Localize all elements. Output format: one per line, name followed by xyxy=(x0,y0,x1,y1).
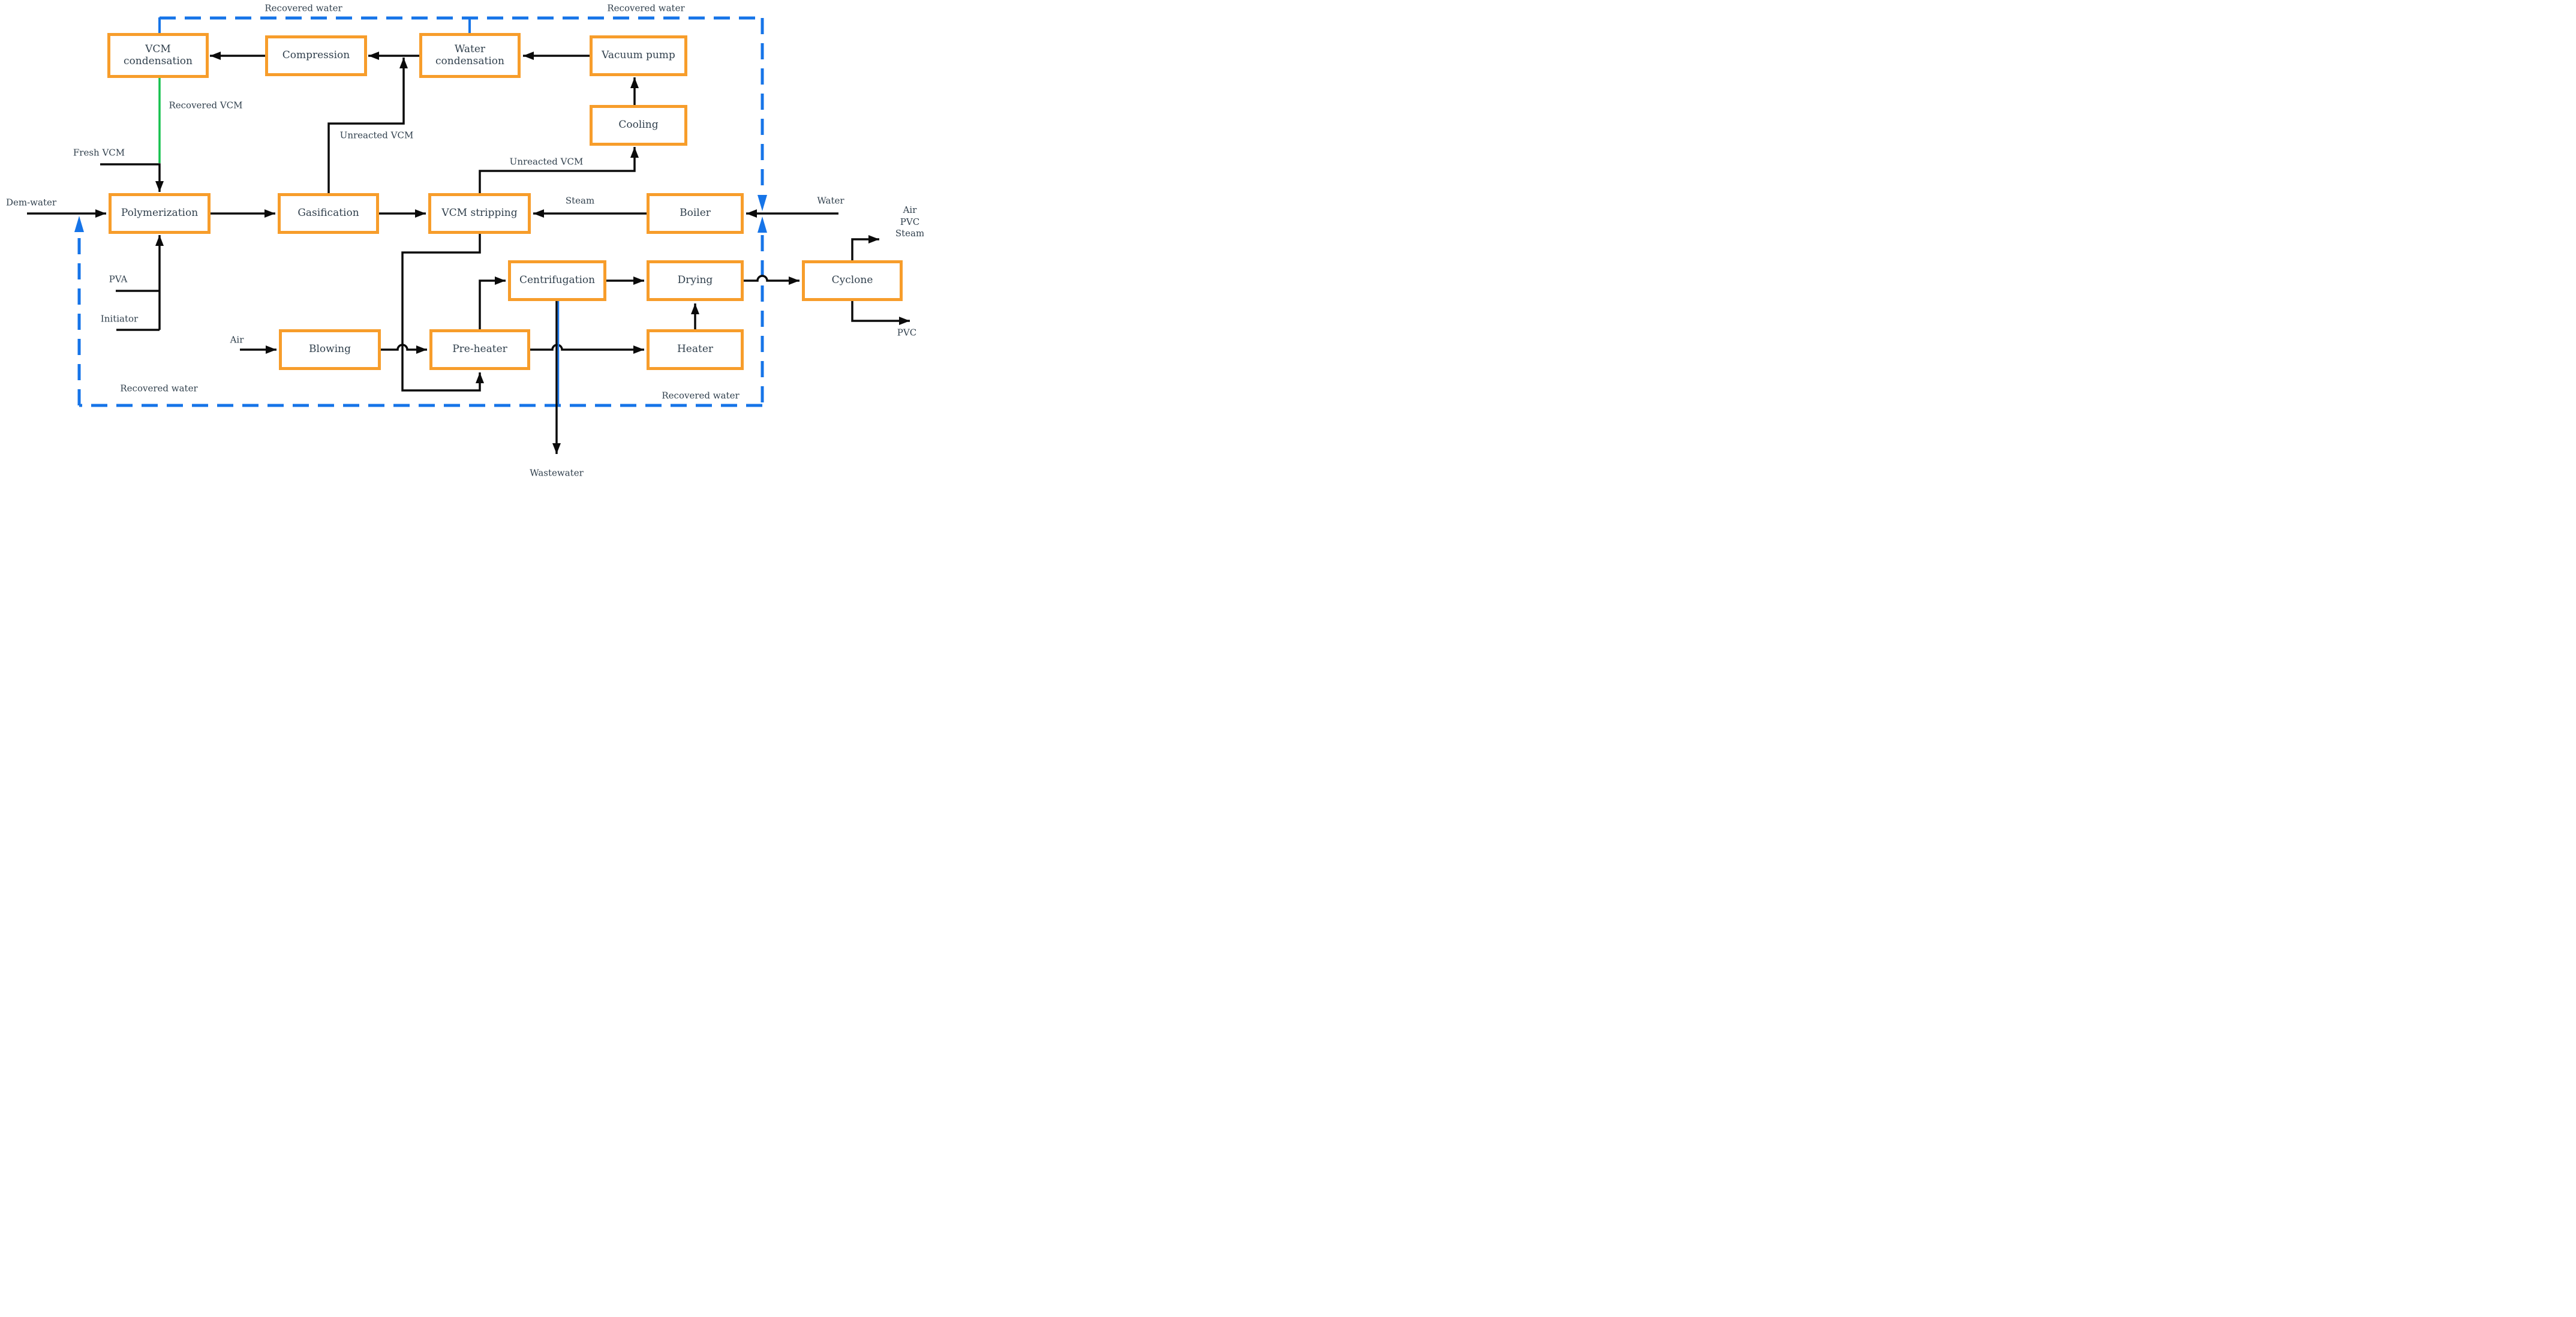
process-box-polymerization: Polymerization xyxy=(109,193,211,234)
process-box-label-centrifugation: Centrifugation xyxy=(519,274,596,287)
process-box-label-heater: Heater xyxy=(677,343,714,356)
process-box-label-vacuum-pump: Vacuum pump xyxy=(602,49,675,62)
arrowhead-centrifugation-to-drying xyxy=(633,276,644,285)
edge-drying-to-cyclone xyxy=(744,275,799,282)
process-box-cyclone: Cyclone xyxy=(802,260,903,301)
edge-vcm-stripping-to-pre-heater xyxy=(401,234,481,392)
process-box-label-drying: Drying xyxy=(677,274,713,287)
label-unreacted-vcm-gasification: Unreacted VCM xyxy=(339,130,414,141)
process-box-compression: Compression xyxy=(265,35,367,76)
label-initiator: Initiator xyxy=(100,313,139,324)
label-dem-water: Dem-water xyxy=(5,197,57,208)
edge-pre-heater-to-centrifugation xyxy=(479,279,506,329)
edge-fresh-vcm-feed-to-polymerization xyxy=(100,163,161,192)
arrowhead-cyclone-top-outlet xyxy=(868,235,879,243)
process-box-label-boiler: Boiler xyxy=(680,207,711,220)
arrowhead-pre-heater-to-centrifugation xyxy=(495,276,506,285)
label-water: Water xyxy=(817,195,844,206)
label-pvc: PVC xyxy=(897,327,917,338)
process-box-water-condensation: Water condensation xyxy=(419,33,521,78)
arrowhead-gasification-to-vcm-stripping xyxy=(415,209,426,218)
process-box-gasification: Gasification xyxy=(278,193,379,234)
arrowhead-unreacted-vcm-from-stripping-to-cooling xyxy=(630,147,639,158)
arrowhead-recovered-water-into-boiler-feed-from-top xyxy=(758,195,767,211)
process-box-vacuum-pump: Vacuum pump xyxy=(590,35,687,76)
label-recovered-water-bottom-left: Recovered water xyxy=(120,383,198,394)
arrowhead-recovered-water-into-boiler-feed-from-bottom xyxy=(758,217,767,233)
arrowhead-centrifugation-to-wastewater xyxy=(552,443,561,454)
edge-unreacted-vcm-from-stripping-to-cooling xyxy=(479,147,636,193)
label-recovered-water-top-right: Recovered water xyxy=(607,2,685,14)
process-box-label-pre-heater: Pre-heater xyxy=(452,343,507,356)
arrowhead-boiler-steam-to-vcm-stripping xyxy=(533,209,544,218)
arrowhead-blowing-to-pre-heater xyxy=(416,345,427,354)
arrowhead-unreacted-vcm-from-gasification xyxy=(399,58,408,68)
process-box-boiler: Boiler xyxy=(647,193,744,234)
process-box-label-polymerization: Polymerization xyxy=(121,207,199,220)
label-recovered-vcm: Recovered VCM xyxy=(169,100,243,111)
process-box-centrifugation: Centrifugation xyxy=(508,260,606,301)
arrowhead-fresh-vcm-feed-to-polymerization xyxy=(155,181,164,192)
process-box-vcm-condensation: VCM condensation xyxy=(107,33,209,78)
label-wastewater: Wastewater xyxy=(530,467,584,479)
label-unreacted-vcm-stripping: Unreacted VCM xyxy=(509,156,584,167)
process-flow-diagram: VCM condensation Compression Water condens… xyxy=(0,0,924,480)
label-recovered-water-bottom-right: Recovered water xyxy=(662,390,740,401)
process-box-label-compression: Compression xyxy=(282,49,350,62)
wire-layer xyxy=(27,16,910,454)
arrowhead-vcm-stripping-to-pre-heater xyxy=(476,372,484,383)
arrowhead-pre-heater-to-heater xyxy=(633,345,644,354)
arrowhead-water-to-boiler xyxy=(746,209,757,218)
label-air: Air xyxy=(230,334,244,345)
label-pva: PVA xyxy=(109,273,128,285)
process-box-label-vcm-condensation: VCM condensation xyxy=(124,43,193,67)
process-box-label-cyclone: Cyclone xyxy=(831,274,873,287)
process-box-label-water-condensation: Water condensation xyxy=(435,43,504,67)
arrowhead-heater-to-drying xyxy=(691,303,699,314)
arrowhead-vacuum-pump-to-water-condensation xyxy=(523,52,534,60)
edge-blowing-to-pre-heater xyxy=(381,344,427,351)
process-box-label-gasification: Gasification xyxy=(297,207,359,220)
process-box-pre-heater: Pre-heater xyxy=(429,329,530,370)
arrowhead-dem-water-feed xyxy=(95,209,106,218)
label-air-pvc-steam: Air PVC Steam xyxy=(895,204,924,239)
process-box-label-blowing: Blowing xyxy=(309,343,351,356)
label-recovered-water-top-left: Recovered water xyxy=(264,2,342,14)
process-box-label-vcm-stripping: VCM stripping xyxy=(441,207,518,220)
arrowhead-recovered-water-into-dem-water xyxy=(74,216,84,232)
arrowhead-cooling-to-vacuum-pump xyxy=(630,77,639,88)
arrowhead-water-condensation-line-to-compression xyxy=(368,52,379,60)
process-box-label-cooling: Cooling xyxy=(618,119,659,131)
edge-cyclone-top-outlet xyxy=(851,238,879,260)
label-fresh-vcm: Fresh VCM xyxy=(73,147,125,158)
edge-unreacted-vcm-from-gasification xyxy=(327,58,405,193)
arrowhead-pva-initiator-to-polymerization xyxy=(155,235,164,246)
arrowhead-compression-to-vcm-condensation xyxy=(210,52,221,60)
arrowhead-polymerization-to-gasification xyxy=(264,209,275,218)
process-box-blowing: Blowing xyxy=(279,329,381,370)
arrowhead-cyclone-to-pvc xyxy=(899,317,910,325)
edge-cyclone-to-pvc xyxy=(851,301,910,322)
label-steam: Steam xyxy=(565,195,595,206)
edge-pre-heater-to-heater xyxy=(530,344,644,351)
arrowhead-drying-to-cyclone xyxy=(789,276,799,285)
process-box-heater: Heater xyxy=(647,329,744,370)
process-box-drying: Drying xyxy=(647,260,744,301)
process-box-vcm-stripping: VCM stripping xyxy=(428,193,531,234)
arrowhead-air-to-blowing xyxy=(266,345,276,354)
process-box-cooling: Cooling xyxy=(590,105,687,146)
